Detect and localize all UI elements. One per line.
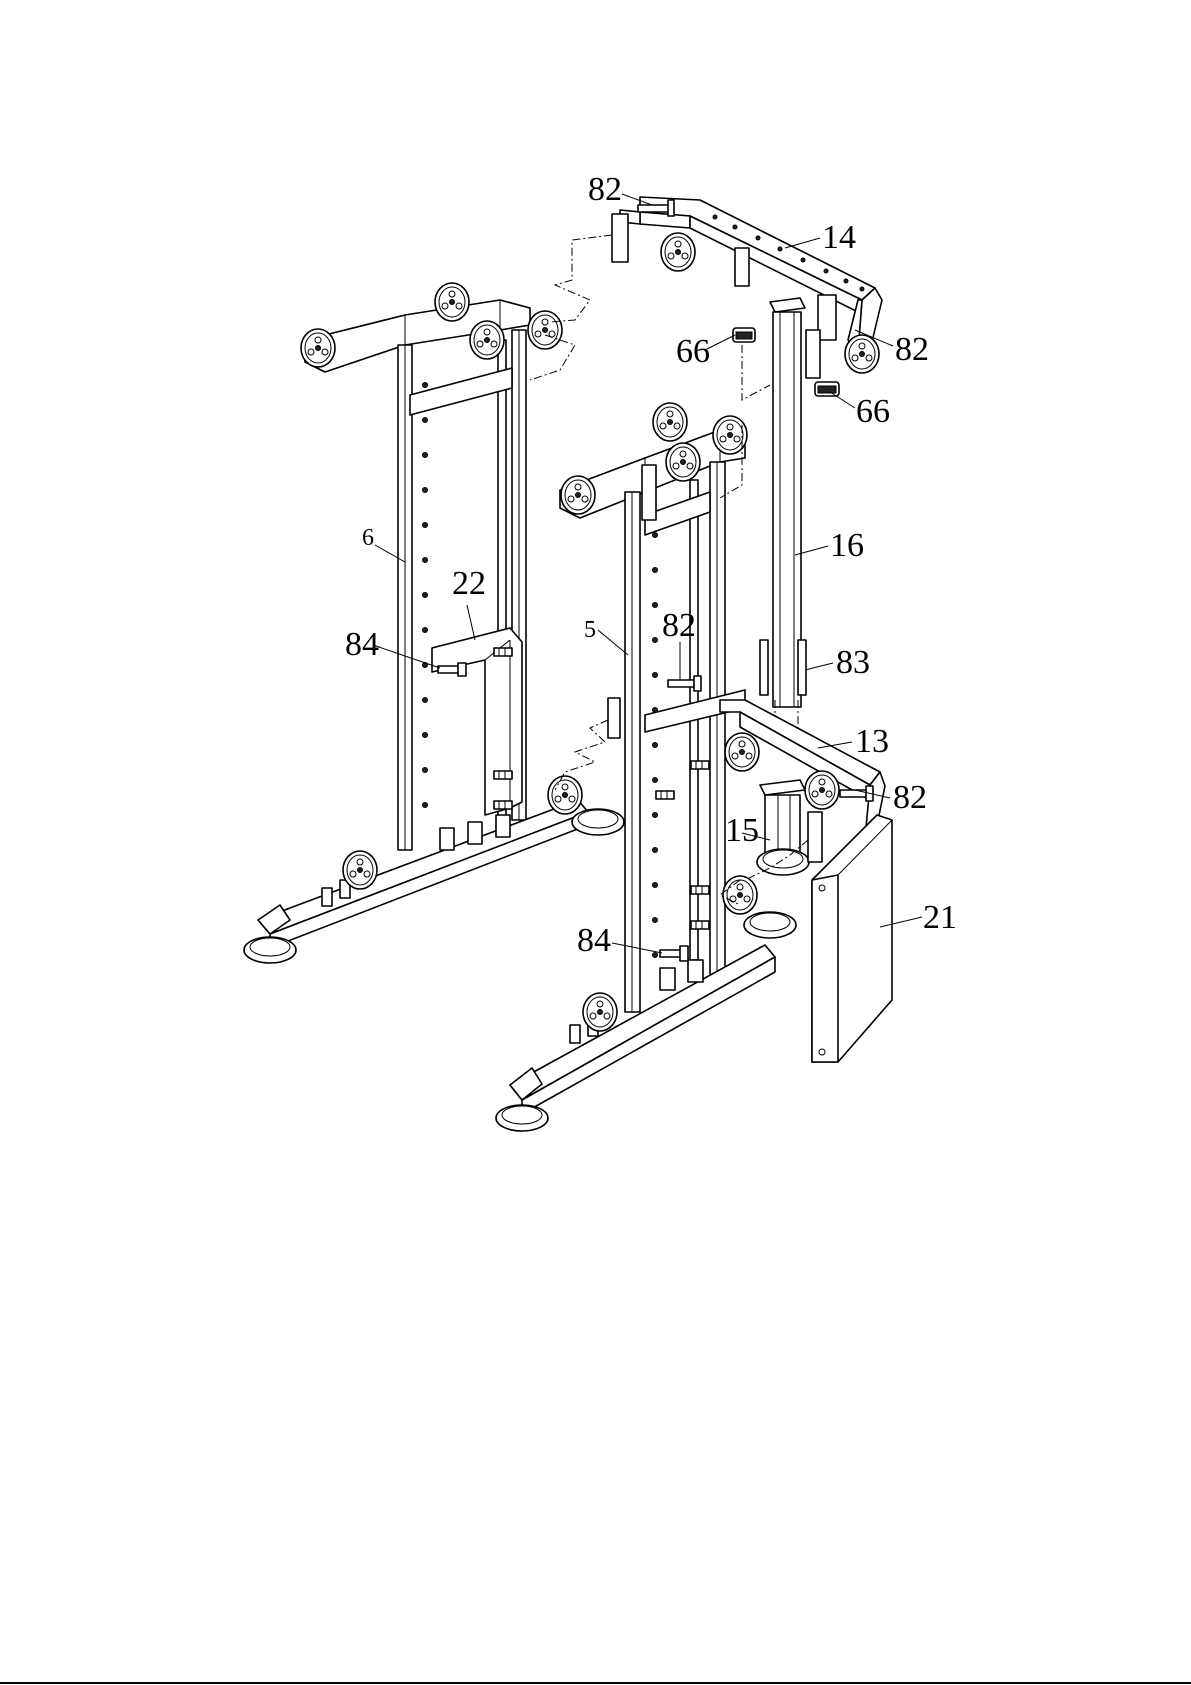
left-post-holes xyxy=(423,383,428,808)
bolt-icon xyxy=(656,791,674,799)
bolt-icon xyxy=(494,771,512,779)
callout-82-lower: 82 xyxy=(893,779,927,816)
pulley-icon xyxy=(723,876,757,914)
foot-pad-icon xyxy=(572,809,624,835)
pulley-icon xyxy=(435,283,469,321)
bolt-icon xyxy=(494,801,512,809)
center-post-holes xyxy=(653,533,658,958)
pulley-icon xyxy=(528,311,562,349)
callout-82-center: 82 xyxy=(662,607,696,644)
pulley-icon xyxy=(661,233,695,271)
foot-pad-icon xyxy=(744,912,796,938)
callout-66-upper: 66 xyxy=(676,333,710,370)
pulley-icon xyxy=(845,335,879,373)
bolt-icon xyxy=(494,648,512,656)
left-frame-part-6 xyxy=(244,283,624,963)
callout-15: 15 xyxy=(725,812,759,849)
callout-84-left: 84 xyxy=(345,626,379,663)
bolt-part-82-center xyxy=(668,676,701,691)
pulley-icon xyxy=(548,776,582,814)
pulley-icon xyxy=(666,443,700,481)
clamp-part-66-upper xyxy=(733,328,755,342)
callout-6: 6 xyxy=(362,525,374,551)
foot-pad-icon xyxy=(496,1105,548,1131)
callout-13: 13 xyxy=(855,723,889,760)
pulley-icon xyxy=(561,476,595,514)
pulley-icon xyxy=(343,851,377,889)
callout-82-top: 82 xyxy=(588,171,622,208)
bolt-icon xyxy=(691,886,709,894)
bolt-icon xyxy=(691,761,709,769)
pulley-icon xyxy=(725,733,759,771)
callout-82-right: 82 xyxy=(895,331,929,368)
callout-22: 22 xyxy=(452,565,486,602)
callout-14: 14 xyxy=(822,219,856,256)
callout-83: 83 xyxy=(836,644,870,681)
pulley-icon xyxy=(805,771,839,809)
foot-pad-icon xyxy=(244,937,296,963)
shroud-part-21 xyxy=(812,815,892,1062)
foot-pad-icon xyxy=(757,849,809,875)
callout-5: 5 xyxy=(584,617,596,643)
pulley-icon xyxy=(301,329,335,367)
vertical-post-part-16 xyxy=(760,298,820,745)
bolt-part-84-center xyxy=(660,946,688,961)
bolt-icon xyxy=(691,921,709,929)
pulley-icon xyxy=(470,321,504,359)
clamp-part-66-lower xyxy=(815,382,839,396)
callout-16: 16 xyxy=(830,527,864,564)
left-shroud-part-22 xyxy=(432,628,522,815)
pulley-icon xyxy=(583,993,617,1031)
callout-21: 21 xyxy=(923,899,957,936)
callout-84-center: 84 xyxy=(577,922,611,959)
pulley-icon xyxy=(653,403,687,441)
callout-66-lower: 66 xyxy=(856,393,890,430)
